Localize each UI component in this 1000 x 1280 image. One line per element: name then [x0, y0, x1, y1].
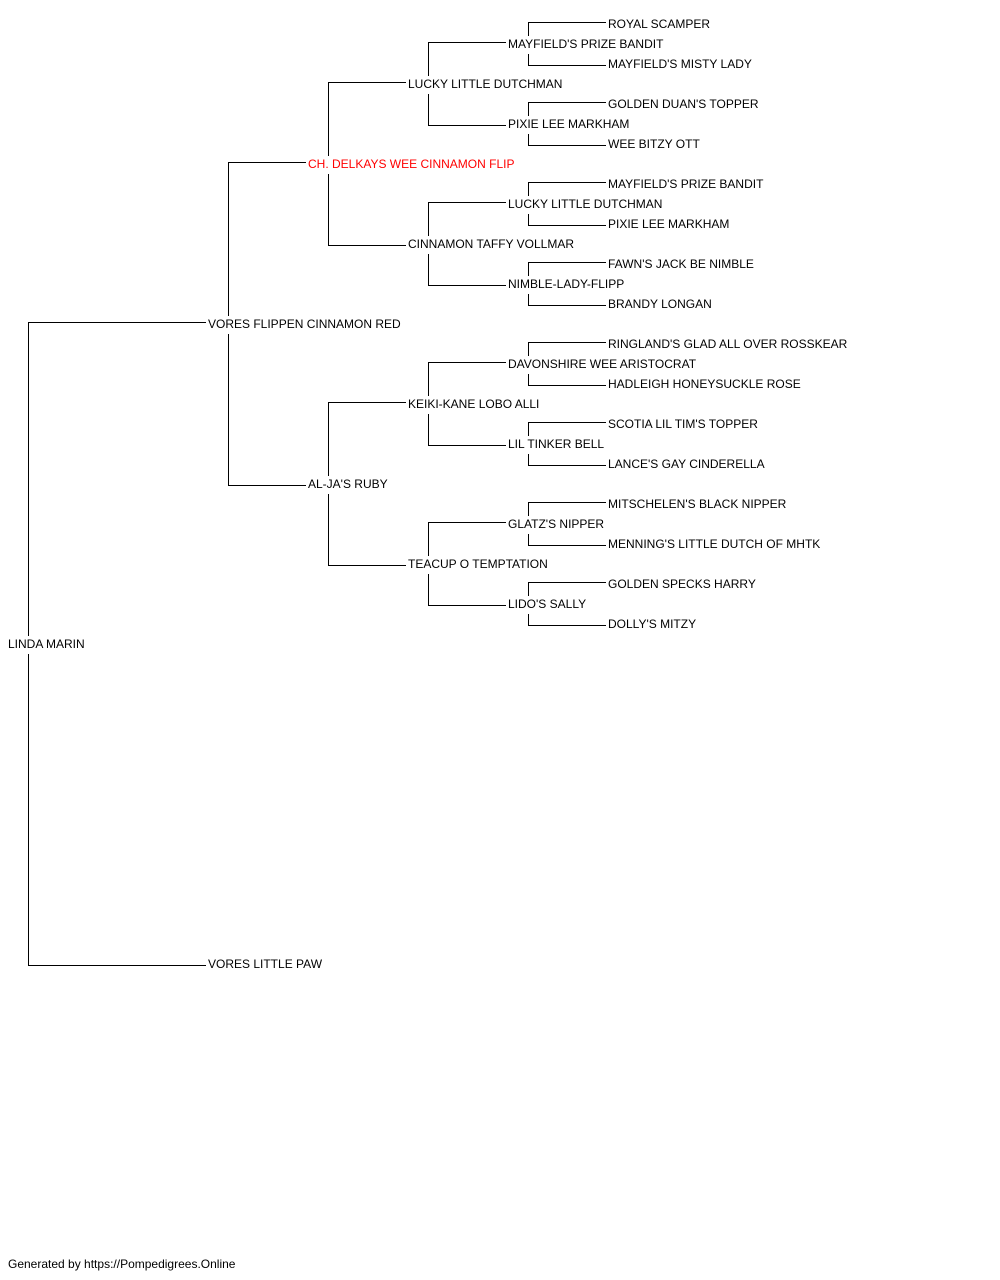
bracket-line-8	[428, 522, 506, 606]
ancestor-g4-6: LIL TINKER BELL	[508, 437, 605, 451]
footer-credit: Generated by https://Pompedigrees.Online	[8, 1257, 236, 1271]
ancestor-g4-3: LUCKY LITTLE DUTCHMAN	[508, 197, 663, 211]
sire-dam-name: AL-JA'S RUBY	[308, 477, 388, 491]
ancestor-g5-10: HADLEIGH HONEYSUCKLE ROSE	[608, 377, 801, 391]
ancestor-g5-1: ROYAL SCAMPER	[608, 17, 711, 31]
bracket-line-13	[528, 342, 606, 386]
subject-name: LINDA MARIN	[8, 637, 85, 651]
bracket-line-16	[528, 582, 606, 626]
bracket-line-11	[528, 182, 606, 226]
ancestor-g5-11: SCOTIA LIL TIM'S TOPPER	[608, 417, 758, 431]
ancestor-g5-7: FAWN'S JACK BE NIMBLE	[608, 257, 754, 271]
ancestor-g5-8: BRANDY LONGAN	[608, 297, 712, 311]
ancestor-g4-7: GLATZ'S NIPPER	[508, 517, 605, 531]
bracket-line-6	[428, 202, 506, 286]
ancestor-g5-5: MAYFIELD'S PRIZE BANDIT	[608, 177, 764, 191]
ancestor-g5-4: WEE BITZY OTT	[608, 137, 700, 151]
ancestor-g3-3: KEIKI-KANE LOBO ALLI	[408, 397, 540, 411]
bracket-line-10	[528, 102, 606, 146]
bracket-line-4	[328, 402, 406, 566]
sire-sire-name: CH. DELKAYS WEE CINNAMON FLIP	[308, 157, 515, 171]
ancestor-g5-14: MENNING'S LITTLE DUTCH OF MHTK	[608, 537, 821, 551]
bracket-line-2	[228, 162, 306, 486]
ancestor-g4-8: LIDO'S SALLY	[508, 597, 587, 611]
sire-name: VORES FLIPPEN CINNAMON RED	[208, 317, 401, 331]
ancestor-g4-1: MAYFIELD'S PRIZE BANDIT	[508, 37, 664, 51]
dam-name: VORES LITTLE PAW	[208, 957, 323, 971]
bracket-line-7	[428, 362, 506, 446]
ancestor-g3-4: TEACUP O TEMPTATION	[408, 557, 548, 571]
ancestor-g5-2: MAYFIELD'S MISTY LADY	[608, 57, 752, 71]
bracket-line-15	[528, 502, 606, 546]
ancestor-g4-2: PIXIE LEE MARKHAM	[508, 117, 630, 131]
ancestor-g5-3: GOLDEN DUAN'S TOPPER	[608, 97, 759, 111]
bracket-line-3	[328, 82, 406, 246]
ancestor-g5-16: DOLLY'S MITZY	[608, 617, 697, 631]
ancestor-g5-9: RINGLAND'S GLAD ALL OVER ROSSKEAR	[608, 337, 848, 351]
ancestor-g5-12: LANCE'S GAY CINDERELLA	[608, 457, 765, 471]
bracket-line-9	[528, 22, 606, 66]
ancestor-g5-15: GOLDEN SPECKS HARRY	[608, 577, 756, 591]
ancestor-g3-2: CINNAMON TAFFY VOLLMAR	[408, 237, 575, 251]
bracket-line-12	[528, 262, 606, 306]
ancestor-g5-6: PIXIE LEE MARKHAM	[608, 217, 730, 231]
bracket-line-5	[428, 42, 506, 126]
bracket-line-1	[28, 322, 206, 966]
ancestor-g3-1: LUCKY LITTLE DUTCHMAN	[408, 77, 563, 91]
ancestor-g5-13: MITSCHELEN'S BLACK NIPPER	[608, 497, 787, 511]
ancestor-g4-5: DAVONSHIRE WEE ARISTOCRAT	[508, 357, 697, 371]
ancestor-g4-4: NIMBLE-LADY-FLIPP	[508, 277, 625, 291]
bracket-line-14	[528, 422, 606, 466]
